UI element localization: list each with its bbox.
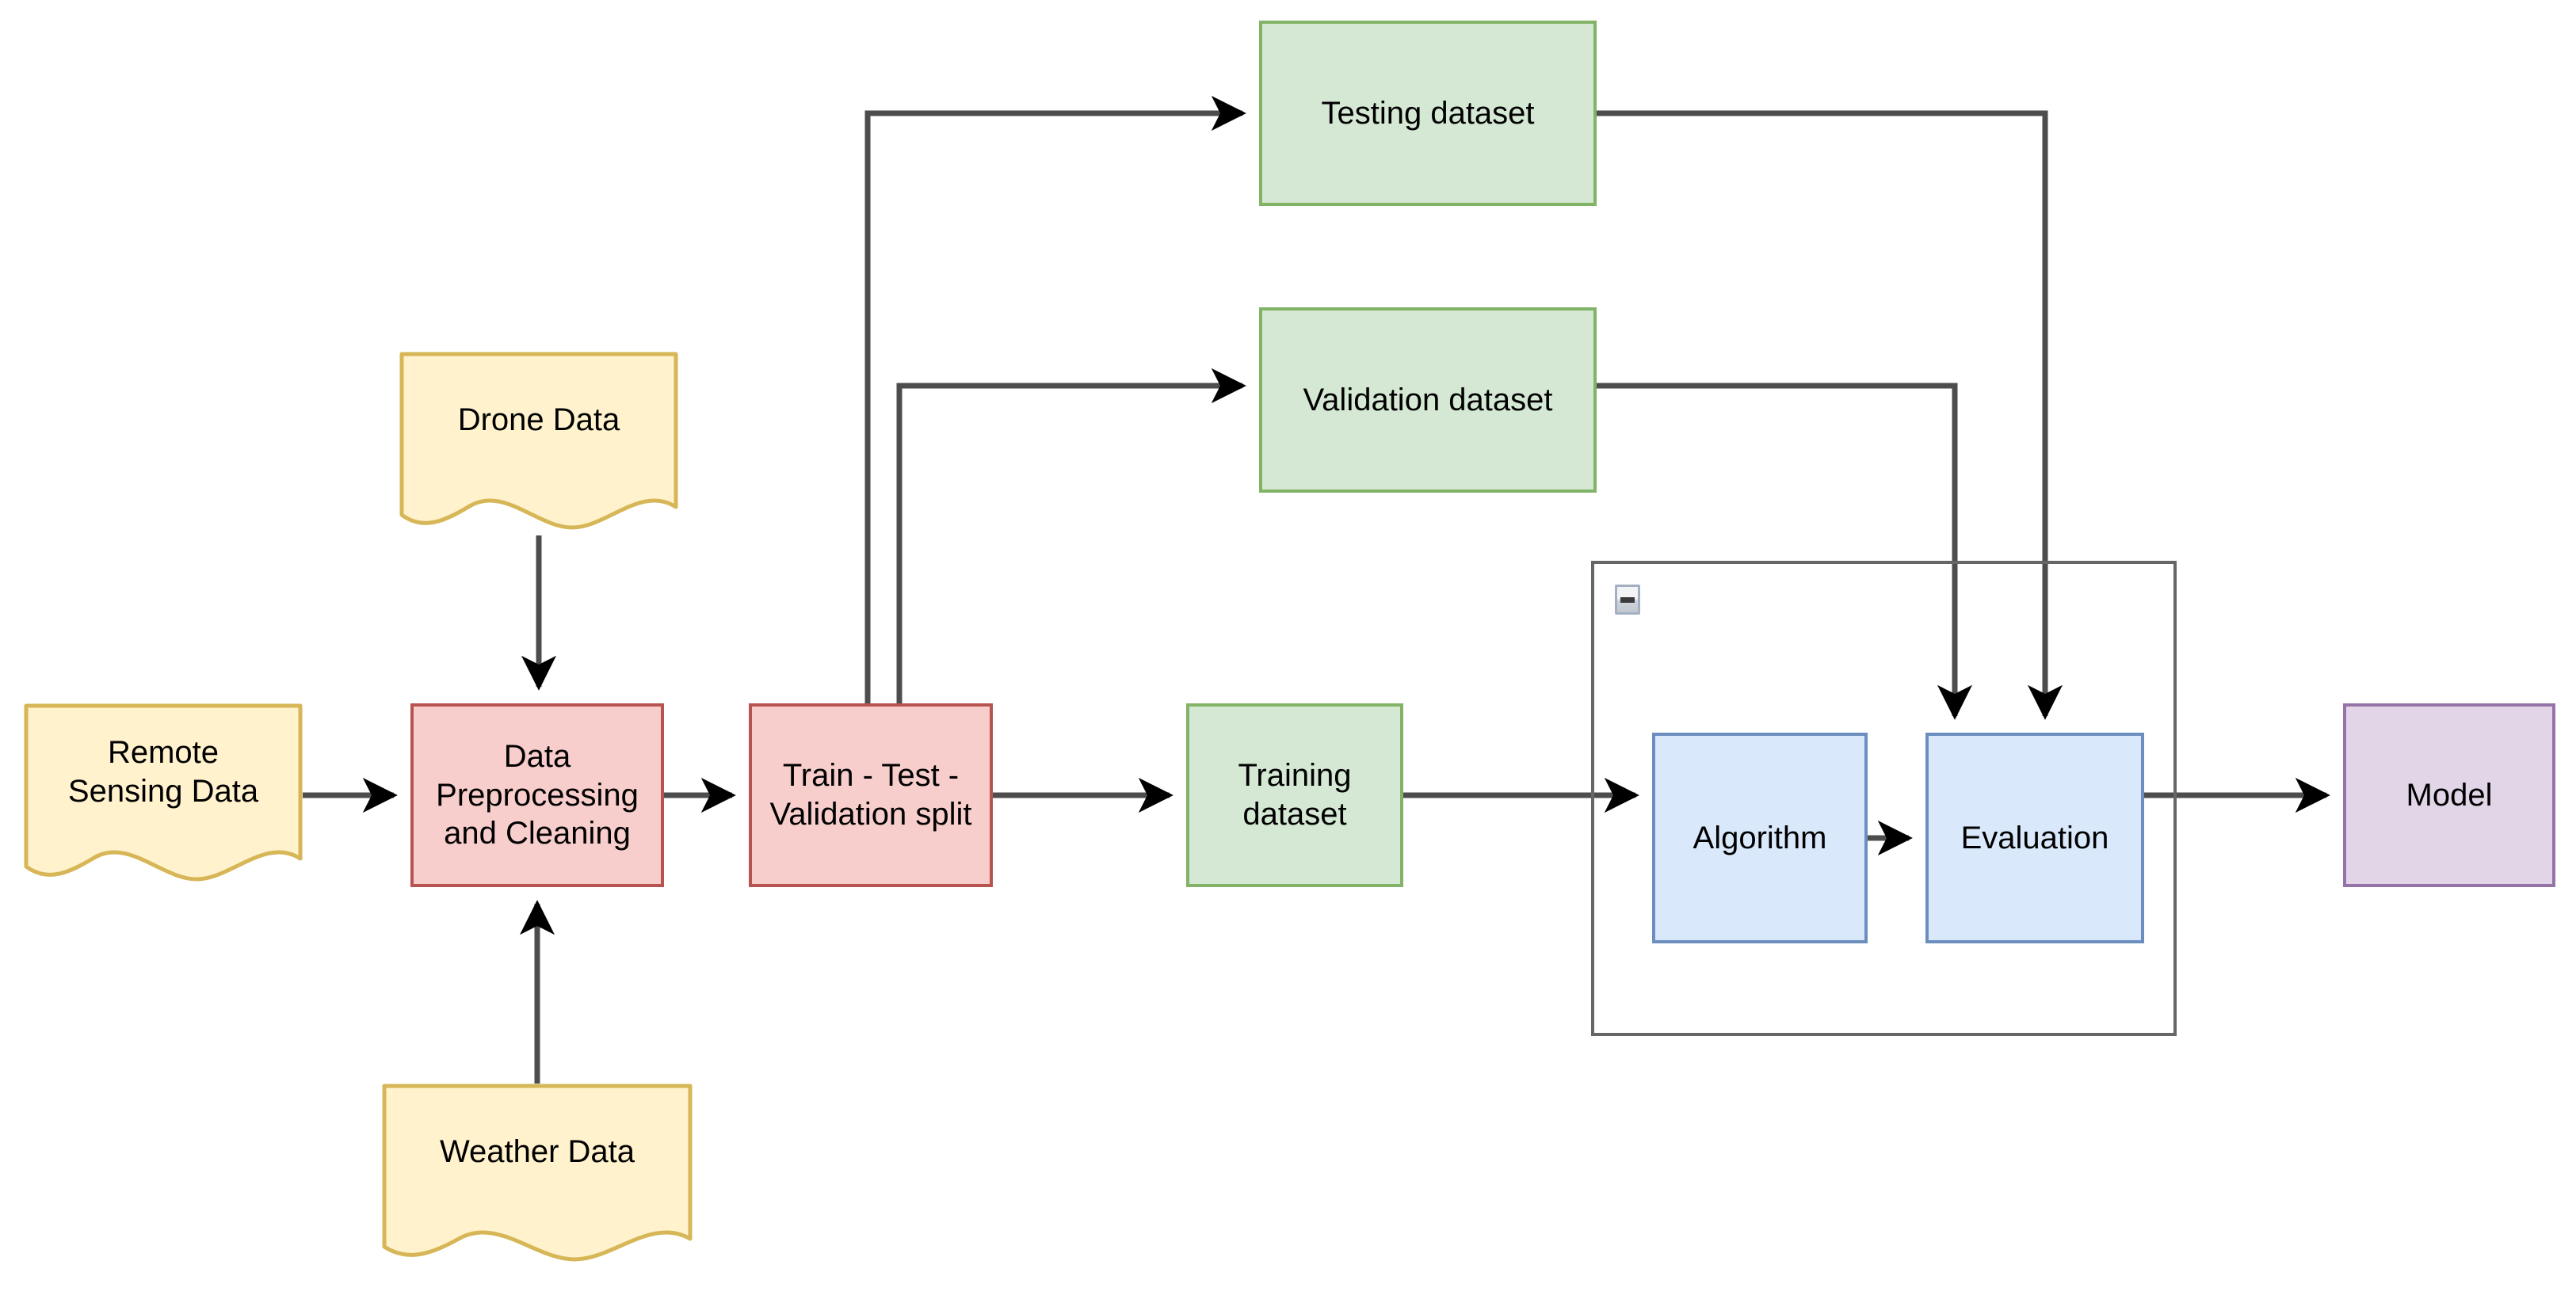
node-remote-sensing-data[interactable]: Remote Sensing Data	[24, 703, 303, 887]
node-training-dataset[interactable]: Training dataset	[1186, 703, 1403, 887]
node-drone-data[interactable]: Drone Data	[399, 352, 678, 535]
node-model[interactable]: Model	[2343, 703, 2555, 887]
edge-split-to-testing	[864, 95, 1246, 703]
node-label: Weather Data	[439, 1134, 635, 1169]
collapse-minus-icon[interactable]	[1615, 585, 1640, 615]
node-weather-data[interactable]: Weather Data	[382, 1084, 693, 1267]
node-training-container[interactable]	[1591, 561, 2177, 1036]
edge-split-to-validation	[896, 368, 1246, 703]
node-data-preprocessing[interactable]: Data Preprocessing and Cleaning	[410, 703, 664, 887]
node-train-test-validation-split[interactable]: Train - Test - Validation split	[749, 703, 993, 887]
document-shape	[399, 352, 678, 530]
node-validation-dataset[interactable]: Validation dataset	[1259, 307, 1597, 493]
node-label: Drone Data	[457, 402, 620, 437]
node-testing-dataset[interactable]: Testing dataset	[1259, 21, 1597, 206]
node-algorithm[interactable]: Algorithm	[1652, 733, 1868, 943]
document-shape	[382, 1084, 693, 1262]
document-shape	[24, 703, 303, 882]
node-evaluation[interactable]: Evaluation	[1925, 733, 2144, 943]
node-label: Remote Sensing Data	[67, 735, 259, 809]
